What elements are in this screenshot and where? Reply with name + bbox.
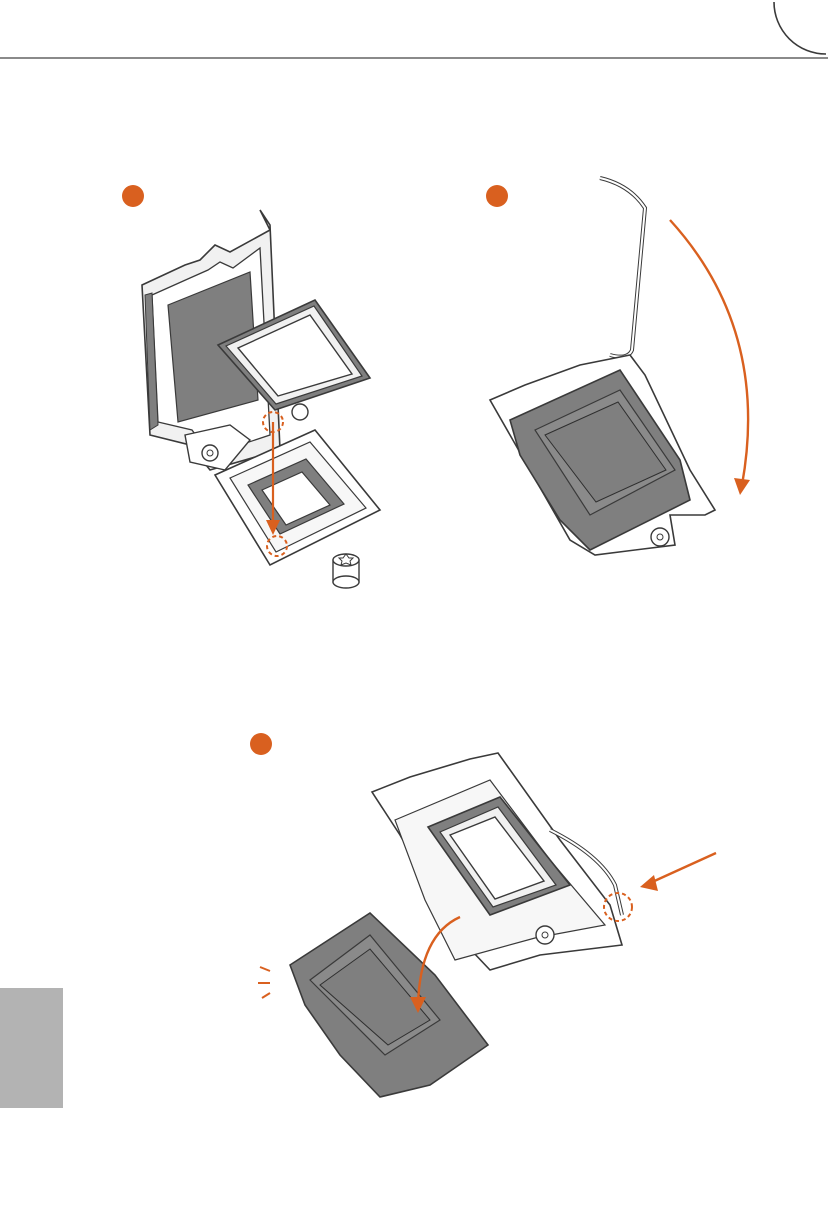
screw-icon [536, 926, 554, 944]
click-sound-marks-icon [258, 967, 270, 998]
corner-arc-icon [772, 0, 828, 56]
lever [600, 178, 645, 357]
figure-insert-cpu [130, 200, 430, 600]
screw-icon [651, 528, 669, 546]
figure-close-load-plate [480, 170, 780, 590]
figure-secure-lever [250, 735, 770, 1135]
header-rule [0, 57, 828, 59]
direction-arrow-icon [640, 853, 716, 891]
screw-icon [333, 554, 359, 588]
side-tab [0, 988, 63, 1108]
